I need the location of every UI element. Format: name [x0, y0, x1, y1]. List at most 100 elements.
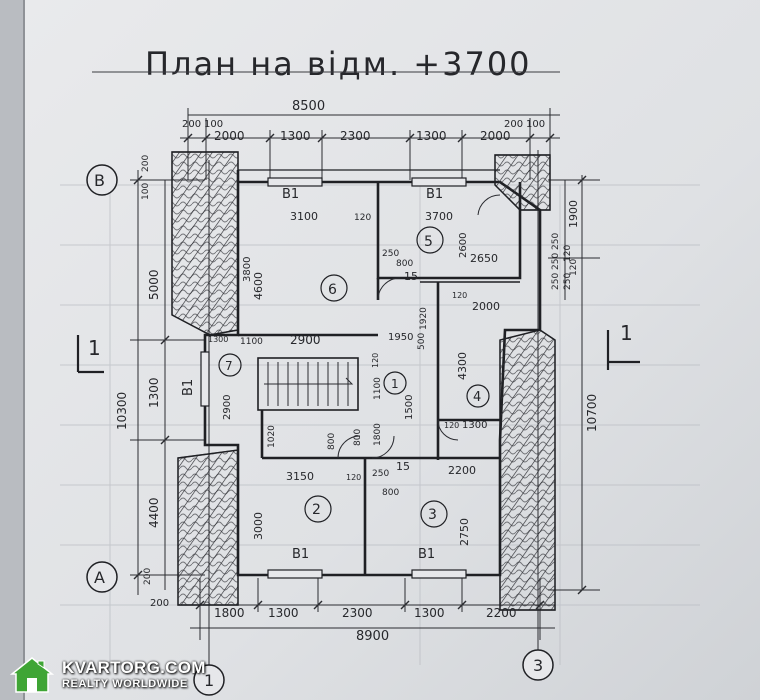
room-6-dim-6: 1100: [240, 337, 263, 347]
roof-slopes: [171, 151, 556, 611]
room-2-dim-5: 800: [327, 433, 337, 450]
room-5-number: 5: [424, 234, 433, 250]
dim-right-total: 10700: [585, 394, 599, 432]
room-5-dim-1: 3700: [425, 210, 453, 223]
page-edge: [0, 0, 24, 700]
dim-top-small-4: 100: [526, 119, 545, 130]
dim-left-total: 10300: [115, 392, 129, 430]
dim-bottom-chain-3: 2300: [342, 606, 373, 620]
dim-top-small-2: 100: [204, 119, 223, 130]
dim-right-small-1: 120: [563, 245, 573, 262]
dim-top-chain-3: 2300: [340, 129, 371, 143]
window-label-2: В1: [426, 187, 443, 202]
room-circles: [218, 226, 490, 528]
section-mark-left: 1: [88, 336, 101, 360]
dim-right-chain-1: 1900: [567, 200, 580, 228]
axis-bubbles: [86, 164, 554, 696]
room-1-dim-7: 800: [353, 429, 363, 446]
axis-label-right: 3: [533, 656, 543, 675]
dim-top-chain-4: 1300: [416, 129, 447, 143]
room-5-dim-2: 2600: [458, 233, 469, 258]
section-mark-right: 1: [620, 321, 633, 345]
room-5-dim-5: 800: [396, 259, 413, 269]
dim-bottom-chain-2: 1300: [268, 606, 299, 620]
room-3-dim-1: 2200: [448, 464, 476, 477]
room-4-dim-1: 4300: [456, 352, 469, 380]
dim-right-chain-2: 250: [551, 233, 561, 250]
room-6-dim-2: 120: [354, 213, 371, 223]
room-3-dim-3: 800: [382, 488, 399, 498]
house-logo-icon: [10, 657, 54, 693]
axis-label-left: 1: [204, 671, 214, 690]
room-4-number: 4: [473, 390, 481, 405]
watermark-brand: KVARTORG.COM: [62, 658, 206, 677]
dim-left-small-3: 200: [143, 568, 153, 585]
axis-label-bottom: А: [94, 568, 105, 587]
dim-left-chain-3: 4400: [147, 497, 161, 528]
dim-top-total: 8500: [292, 99, 325, 114]
room-1-dim-8: 120: [371, 353, 380, 368]
room-2-number: 2: [312, 502, 321, 518]
room-1-dim-1: 1950: [388, 332, 413, 343]
dim-bottom-chain-5: 2200: [486, 606, 517, 620]
plan-title: План на відм. +3700: [145, 45, 532, 83]
windows: [200, 177, 467, 579]
walls: [203, 169, 542, 577]
room-4-dim-5: 120: [444, 421, 459, 430]
room-3-number: 3: [428, 507, 437, 523]
dim-left-small-1: 200: [141, 155, 151, 172]
dim-top-small-3: 200: [504, 119, 523, 130]
room-7-number: 7: [225, 359, 233, 373]
dim-top-chain-5: 2000: [480, 129, 511, 143]
dim-bottom-small: 200: [150, 598, 169, 609]
window-label-3: В1: [292, 547, 309, 562]
paper-sheet: [24, 0, 760, 700]
dim-right-small-2: 120: [569, 259, 579, 276]
room-7-dim-1: 1300: [208, 335, 228, 344]
room-2-dim-3: 3000: [252, 512, 265, 540]
watermark-tagline: REALTY WORLDWIDE: [62, 678, 188, 690]
room-6-dim-5: 2900: [290, 333, 321, 347]
axis-label-top: В: [94, 171, 105, 190]
dim-top-small-1: 200: [182, 119, 201, 130]
dim-left-small-2: 100: [141, 183, 151, 200]
dim-left-chain-2: 1300: [147, 377, 161, 408]
room-1-number: 1: [391, 377, 399, 391]
dim-top-chain-1: 2000: [214, 129, 245, 143]
room-3-dim-2: 2750: [458, 518, 471, 546]
dim-bottom-chain-1: 1800: [214, 606, 245, 620]
dim-top-chain-2: 1300: [280, 129, 311, 143]
dim-left-chain-1: 5000: [147, 269, 161, 300]
door-swings: [337, 194, 501, 459]
dim-right-chain-4: 250: [551, 273, 561, 290]
room-5-dim-6: 15: [404, 270, 418, 283]
room-4-dim-3: 120: [452, 291, 467, 300]
room-7-dim-2: 2900: [222, 395, 233, 420]
watermark: KVARTORG.COM REALTY WORLDWIDE: [8, 656, 205, 696]
staircase: [264, 362, 354, 406]
window-label-5: В1: [181, 379, 196, 396]
window-label-4: В1: [418, 547, 435, 562]
room-1-dim-3: 1920: [419, 307, 429, 330]
room-1-dim-4: 1100: [373, 377, 383, 400]
room-4-dim-4: 1300: [462, 420, 487, 431]
room-6-dim-4: 4600: [252, 272, 265, 300]
section-marks: [76, 330, 640, 374]
room-3-dim-5: 15: [396, 460, 410, 473]
room-5-dim-3: 2650: [470, 252, 498, 265]
room-1-dim-5: 1500: [404, 395, 415, 420]
dim-right-chain-3: 250: [551, 253, 561, 270]
room-2-dim-1: 3150: [286, 470, 314, 483]
room-6-dim-1: 3100: [290, 210, 318, 223]
room-6-number: 6: [328, 282, 337, 298]
room-2-dim-2: 120: [346, 473, 361, 482]
dim-right-chain-5: 250: [563, 273, 573, 290]
window-label-1: В1: [282, 187, 299, 202]
room-1-dim-2: 500: [417, 333, 427, 350]
room-1-dim-6: 1800: [373, 423, 383, 446]
dim-bottom-chain-4: 1300: [414, 606, 445, 620]
dim-bottom-total: 8900: [356, 629, 389, 644]
room-5-dim-4: 250: [382, 249, 399, 259]
room-3-dim-4: 250: [372, 469, 389, 479]
